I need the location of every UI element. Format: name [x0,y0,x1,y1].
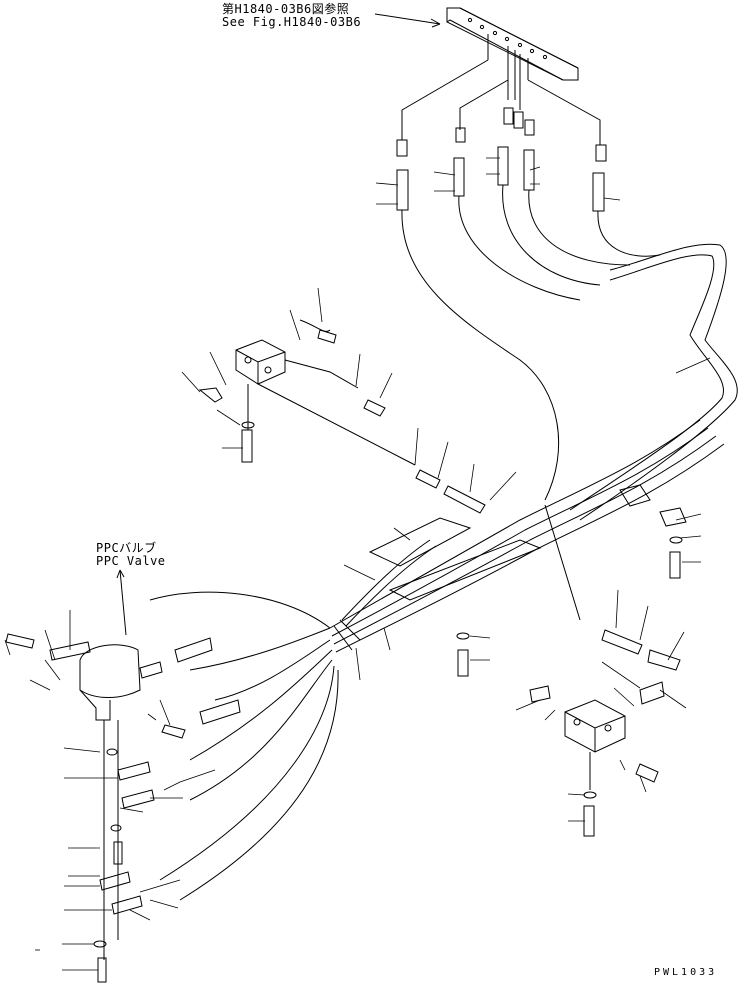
main-hose-bundle [149,419,725,901]
drawing-code: PWL1033 [654,967,718,978]
ppc-fittings [5,633,241,983]
distribution-block [446,7,579,110]
center-fittings [415,469,486,514]
top-hose-bundle [401,184,738,521]
top-hose-fittings [396,59,607,212]
lower-junction-block [529,504,681,837]
reference-leader-arrow [374,13,441,28]
reference-label-jp: 第H1840-03B6図参照 [222,2,350,16]
ppc-valve-label-jp: PPCバルブ [96,541,157,555]
upper-junction-block [198,319,416,466]
leader-lines [4,157,711,971]
ppc-valve-body [79,569,141,960]
reference-callout: 第H1840-03B6図参照 See Fig.H1840-03B6 [222,3,361,29]
ppc-valve-label-en: PPC Valve [96,554,166,568]
ppc-valve-callout: PPCバルブ PPC Valve [96,542,166,568]
bolts-and-washers [93,421,683,948]
reference-label-en: See Fig.H1840-03B6 [222,15,362,29]
hose-brackets [368,484,687,601]
